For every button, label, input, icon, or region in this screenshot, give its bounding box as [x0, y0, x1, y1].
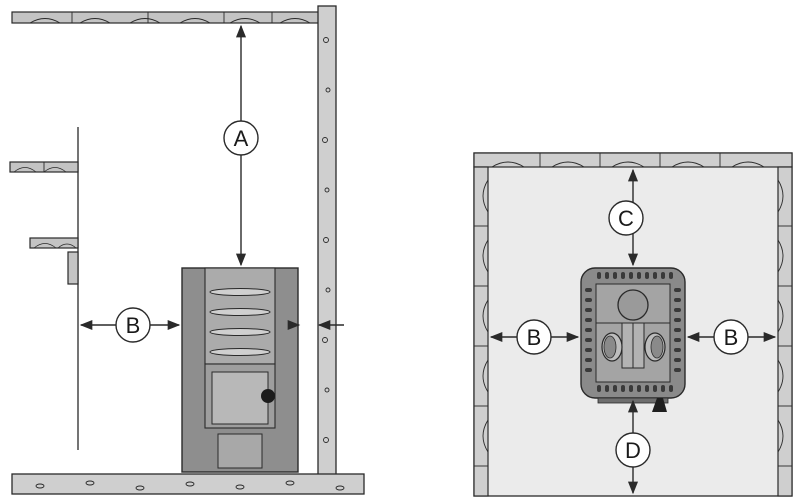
- dimension-b-right-badge: [713, 319, 749, 355]
- dimension-c-label: C: [618, 206, 634, 231]
- side-view: A B: [9, 5, 365, 495]
- dimension-a-label: A: [234, 126, 249, 151]
- door-handle-plan-icon: [652, 398, 667, 412]
- plan-top-wall: [473, 152, 793, 168]
- plan-left-wall: [473, 166, 489, 497]
- dimension-b-left-badge: [516, 319, 552, 355]
- dimension-b-badge: [115, 307, 151, 343]
- dimension-a-badge: [223, 120, 259, 156]
- ceiling-beam: [11, 11, 321, 24]
- dimension-b-label: B: [126, 313, 141, 338]
- heater-plan: [580, 267, 686, 412]
- dimension-d-badge: [615, 432, 651, 468]
- door-handle-icon: [261, 389, 275, 403]
- bench-boards: [9, 127, 79, 450]
- plan-right-wall: [777, 166, 793, 497]
- dimension-d-label: D: [625, 438, 641, 463]
- dimension-b-left-label: B: [527, 325, 542, 350]
- dimension-c-badge: [608, 200, 644, 236]
- heater-side: [181, 267, 299, 473]
- dimension-b-right-label: B: [724, 325, 739, 350]
- flue-outlet-icon: [617, 289, 649, 321]
- side-wall: [317, 5, 337, 477]
- plan-view: C B B D: [473, 152, 793, 497]
- floor-slab: [11, 473, 365, 495]
